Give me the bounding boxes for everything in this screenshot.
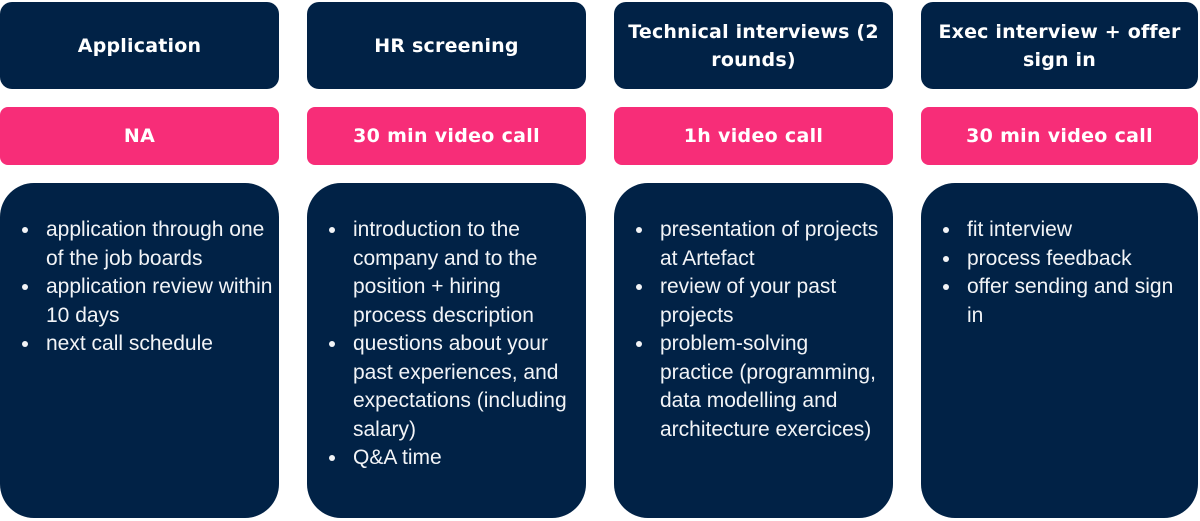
bullet-icon: [22, 227, 28, 233]
bullet-icon: [329, 455, 335, 461]
list-item-text: presentation of projects at Artefact: [660, 218, 879, 270]
details-list: introduction to the company and to the p…: [326, 216, 580, 473]
stage-format-badge: 30 min video call: [921, 107, 1198, 165]
list-item: offer sending and sign in: [940, 273, 1192, 330]
stage-title: Application: [0, 2, 279, 89]
list-item: presentation of projects at Artefact: [633, 216, 887, 273]
stage-format-badge: 1h video call: [614, 107, 893, 165]
stage-title: HR screening: [307, 2, 586, 89]
list-item: Q&A time: [326, 444, 580, 473]
details-list: fit interview process feedback offer sen…: [940, 216, 1192, 330]
list-item-text: offer sending and sign in: [967, 275, 1174, 327]
stage-details: fit interview process feedback offer sen…: [921, 183, 1198, 518]
stage-column-exec-interview: Exec interview + offer sign in 30 min vi…: [921, 0, 1198, 521]
list-item: application review within 10 days: [19, 273, 273, 330]
list-item-text: process feedback: [967, 246, 1132, 270]
bullet-icon: [636, 284, 642, 290]
list-item: process feedback: [940, 245, 1192, 274]
stage-title: Technical interviews (2 rounds): [614, 2, 893, 89]
list-item-text: application through one of the job board…: [46, 218, 265, 270]
bullet-icon: [943, 284, 949, 290]
list-item: questions about your past experiences, a…: [326, 330, 580, 444]
stage-column-application: Application NA application through one o…: [0, 0, 279, 521]
list-item-text: fit interview: [967, 218, 1073, 241]
list-item: fit interview: [940, 216, 1192, 245]
list-item: problem-solving practice (programming, d…: [633, 330, 887, 444]
list-item: application through one of the job board…: [19, 216, 273, 273]
list-item: review of your past projects: [633, 273, 887, 330]
list-item-text: next call schedule: [46, 332, 213, 355]
bullet-icon: [329, 341, 335, 347]
stage-column-technical-interviews: Technical interviews (2 rounds) 1h video…: [614, 0, 893, 521]
details-list: application through one of the job board…: [19, 216, 273, 359]
bullet-icon: [22, 341, 28, 347]
bullet-icon: [943, 255, 949, 262]
stage-details: presentation of projects at Artefact rev…: [614, 183, 893, 518]
list-item-text: application review within 10 days: [46, 275, 273, 327]
stage-format-badge: 30 min video call: [307, 107, 586, 165]
list-item: introduction to the company and to the p…: [326, 216, 580, 330]
bullet-icon: [943, 227, 949, 233]
stage-details: application through one of the job board…: [0, 183, 279, 518]
list-item: next call schedule: [19, 330, 273, 359]
details-list: presentation of projects at Artefact rev…: [633, 216, 887, 444]
list-item-text: questions about your past experiences, a…: [353, 332, 567, 441]
stage-title: Exec interview + offer sign in: [921, 2, 1198, 89]
list-item-text: Q&A time: [353, 446, 442, 469]
list-item-text: introduction to the company and to the p…: [353, 218, 538, 327]
stage-details: introduction to the company and to the p…: [307, 183, 586, 518]
bullet-icon: [22, 284, 28, 290]
stage-column-hr-screening: HR screening 30 min video call introduct…: [307, 0, 586, 521]
bullet-icon: [636, 341, 642, 347]
list-item-text: problem-solving practice (programming, d…: [660, 332, 876, 441]
bullet-icon: [329, 227, 335, 233]
stage-format-badge: NA: [0, 107, 279, 165]
bullet-icon: [636, 227, 642, 233]
list-item-text: review of your past projects: [660, 275, 837, 327]
